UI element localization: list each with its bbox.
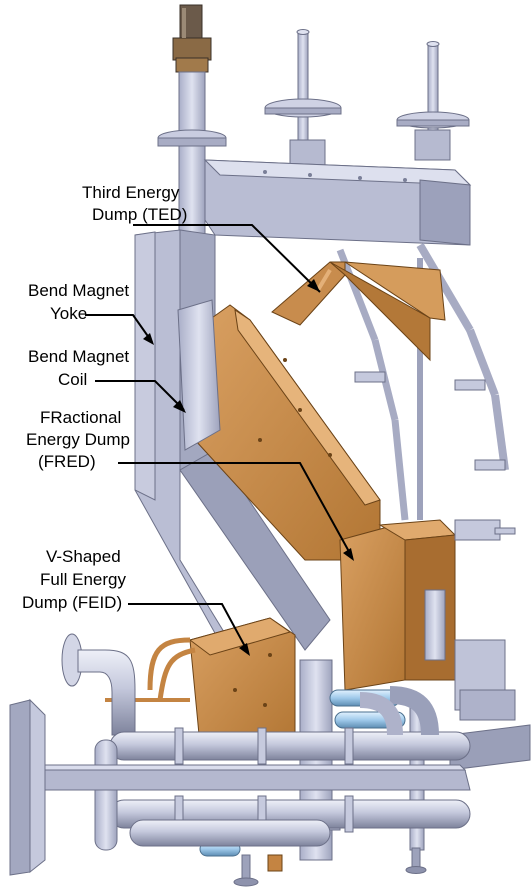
label-yoke-line2: Yoke xyxy=(50,304,87,323)
pipe-manifold xyxy=(61,633,471,851)
label-fred-line2: Energy Dump xyxy=(26,430,130,449)
label-feid-line2: Full Energy xyxy=(40,570,126,589)
shaft-lower-section xyxy=(177,299,221,451)
label-fractional-energy-dump: FRactional Energy Dump (FRED) xyxy=(26,408,130,471)
base-support-bar xyxy=(9,698,471,876)
leader-fred xyxy=(118,462,354,561)
label-bend-magnet-yoke: Bend Magnet Yoke xyxy=(28,281,129,323)
fractional-energy-dump xyxy=(339,519,516,691)
bottom-feet xyxy=(233,847,427,887)
label-fred-line3: (FRED) xyxy=(38,452,96,471)
label-fred-line1: FRactional xyxy=(40,408,121,427)
full-energy-dump xyxy=(188,617,296,746)
top-housing xyxy=(203,159,472,246)
label-yoke-line1: Bend Magnet xyxy=(28,281,129,300)
label-ted-line2: Dump (TED) xyxy=(92,205,187,224)
label-feid-line3: Dump (FEID) xyxy=(22,593,122,612)
label-coil-line1: Bend Magnet xyxy=(28,347,129,366)
label-ted-line1: Third Energy xyxy=(82,183,180,202)
leader-coil xyxy=(95,380,186,413)
label-bend-magnet-coil: Bend Magnet Coil xyxy=(28,347,129,389)
right-actuator-block xyxy=(424,589,531,771)
leader-feid xyxy=(128,603,250,656)
label-feid-line1: V-Shaped xyxy=(46,547,121,566)
leader-ted xyxy=(133,224,321,293)
label-coil-line2: Coil xyxy=(58,370,87,389)
bend-magnet-yoke xyxy=(134,229,331,712)
third-energy-dump xyxy=(271,261,446,362)
label-full-energy-dump: V-Shaped Full Energy Dump (FEID) xyxy=(22,547,126,612)
leader-yoke xyxy=(85,314,154,345)
label-third-energy-dump: Third Energy Dump (TED) xyxy=(82,183,187,224)
support-posts xyxy=(264,29,470,166)
top-actuator xyxy=(172,4,212,73)
